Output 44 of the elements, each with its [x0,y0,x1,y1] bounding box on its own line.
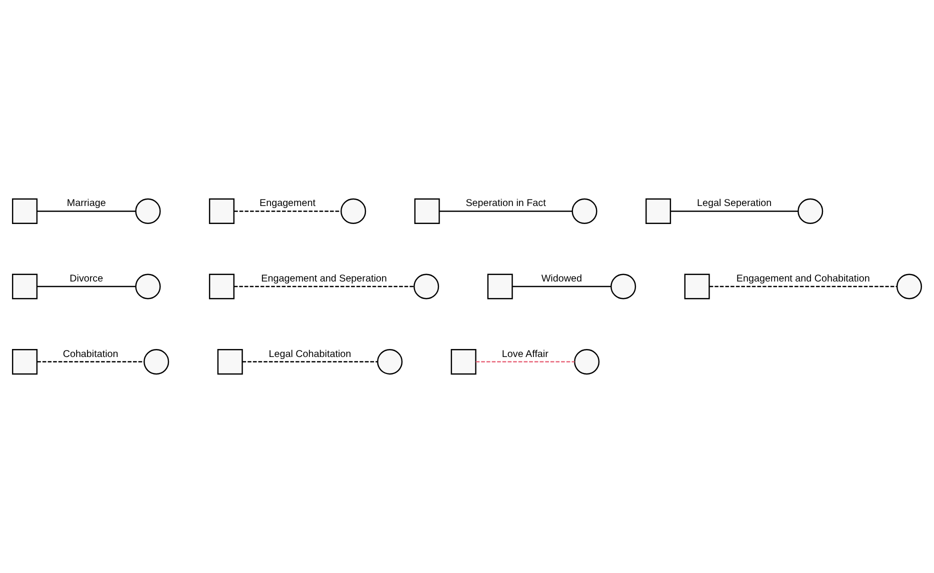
node-box [12,198,38,224]
connector [37,361,144,362]
node-box [217,349,243,375]
node-circle [610,274,636,300]
node-box [12,274,38,300]
node-box [487,274,513,300]
node-circle [135,198,161,224]
connector [234,210,341,212]
connector [242,361,378,362]
node-box [646,198,672,224]
connector [439,210,572,212]
connector [37,210,136,212]
edge-label: Love Affair [502,348,548,360]
node-circle [377,349,403,375]
node-box [12,349,38,375]
node-box [208,198,235,224]
edge-label: Divorce [70,273,104,284]
node-box [208,274,235,300]
node-box [684,274,710,300]
edge-label: Engagement [260,198,316,210]
node-box [450,349,476,375]
edge-label: Legal Cohabitation [268,348,352,360]
node-circle [798,198,824,224]
connector [512,286,612,288]
connector [670,210,798,212]
edge-label: Legal Seperation [696,198,772,210]
edge-label: Engagement and Seperation [261,273,387,284]
node-circle [896,274,922,300]
node-circle [340,198,366,224]
edge-label: Cohabitation [62,348,118,360]
connector [234,286,414,288]
edge-label: Marriage [66,198,106,210]
node-circle [144,349,170,375]
node-box [414,198,440,224]
connector [709,286,897,288]
node-circle [574,349,600,375]
connector [476,361,575,362]
node-circle [414,274,440,300]
node-circle [135,274,161,300]
edge-label: Engagement and Cohabitation [736,273,870,284]
connector [37,286,136,288]
edge-label: Seperation in Fact [466,198,546,210]
edge-label: Widowed [541,273,582,284]
node-circle [572,198,598,224]
